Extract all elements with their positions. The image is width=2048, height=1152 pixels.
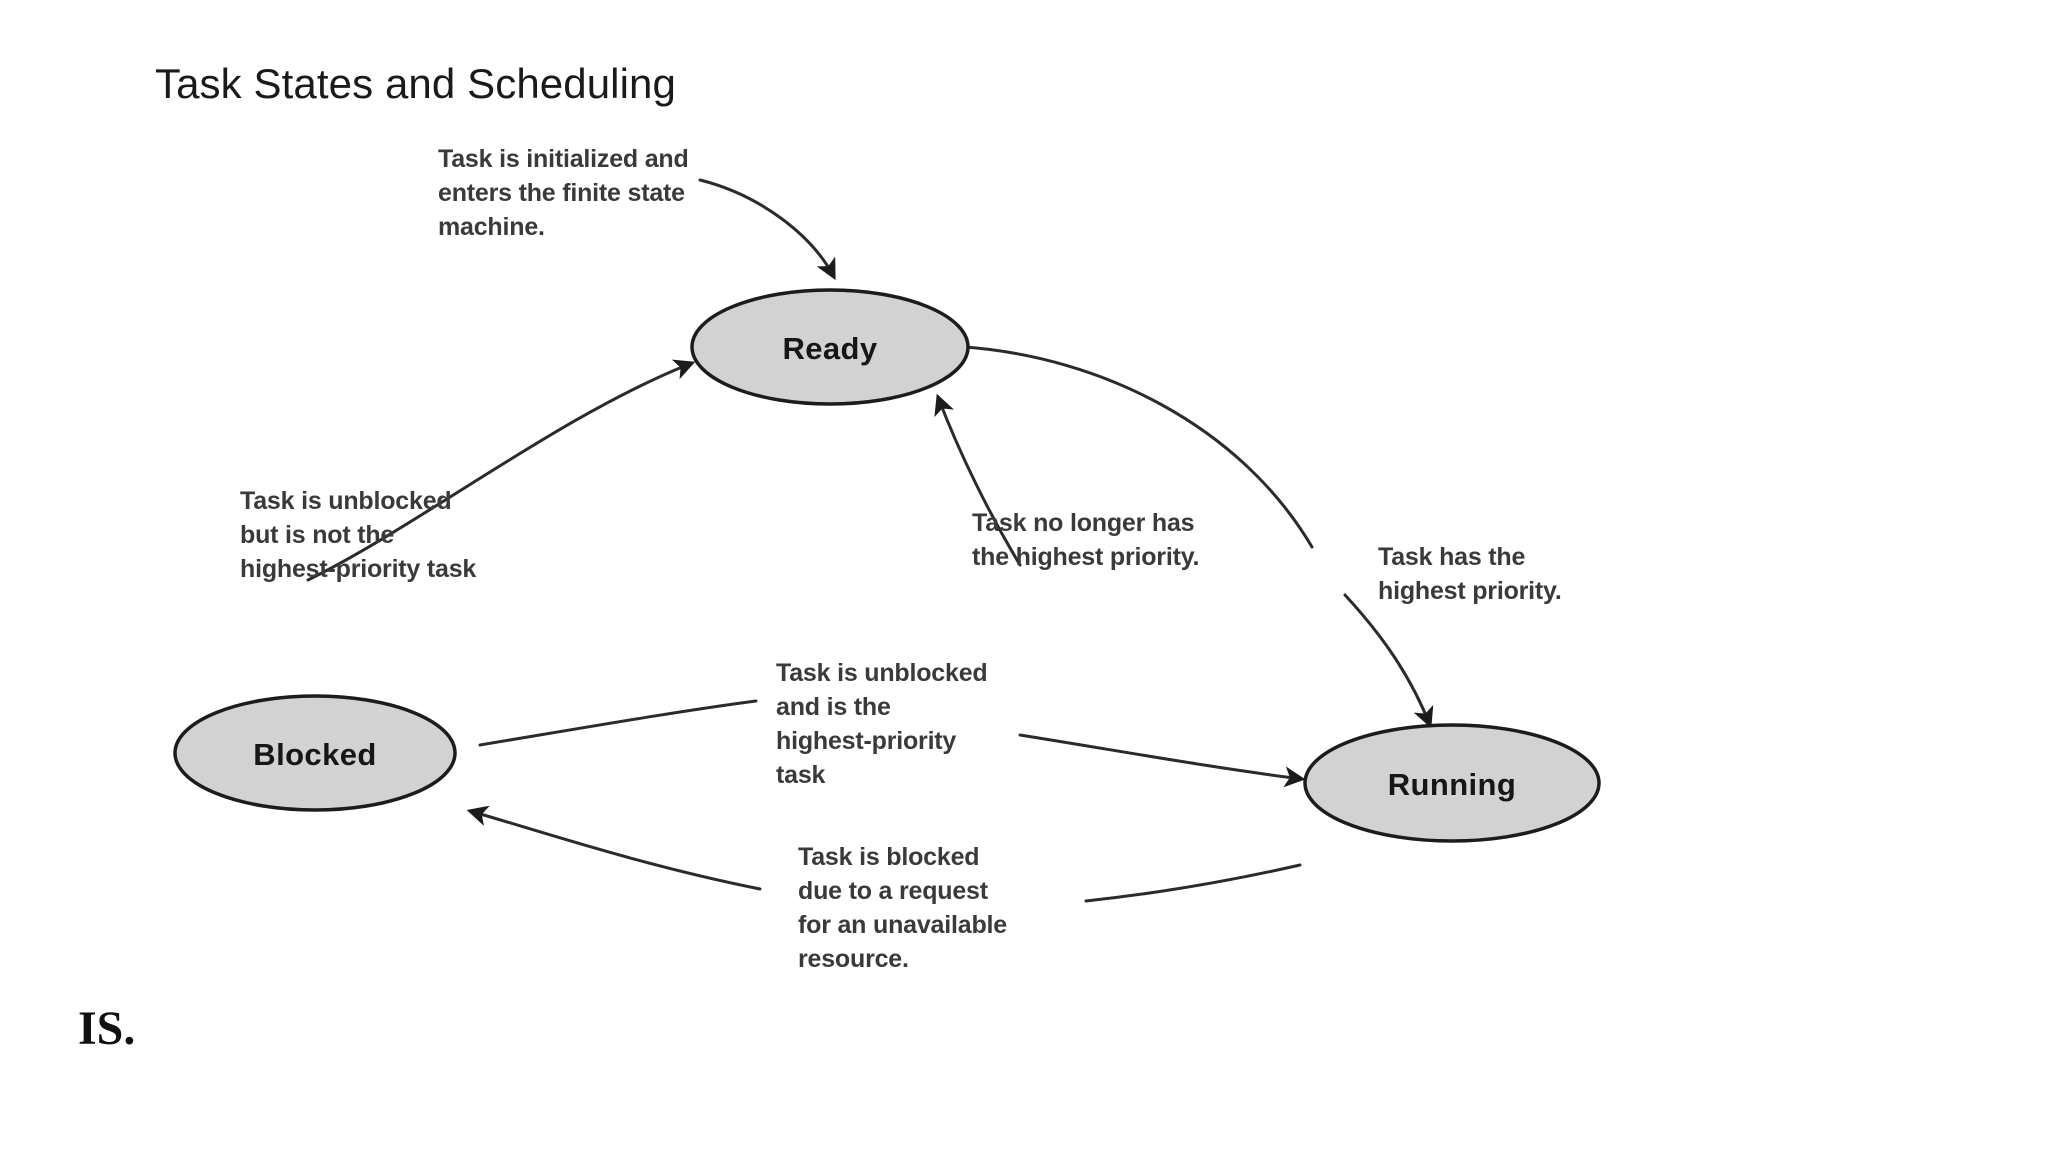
annotation-unblocked-not-highest-line-2: but is not the <box>240 521 394 549</box>
edge-ready-to-running-path <box>963 345 1314 549</box>
page-title: Task States and Scheduling <box>155 60 676 107</box>
blocked-ellipse[interactable] <box>173 694 457 812</box>
edge-blocked-to-running-left <box>478 699 758 747</box>
annotation-blocked-request: Task is blocked due to a request for an … <box>798 843 1007 973</box>
edge-blocked-to-running <box>478 699 1306 788</box>
edge-running-to-ready <box>934 393 1022 567</box>
annotation-no-longer-highest-line-1: Task no longer has <box>972 509 1194 537</box>
annotation-no-longer-highest-line-2: the highest priority. <box>972 543 1199 571</box>
edge-running-to-ready-path <box>934 393 1022 567</box>
annotation-unblocked-not-highest-line-1: Task is unblocked <box>240 487 451 515</box>
state-node-ready[interactable]: Ready <box>690 288 970 406</box>
annotation-blocked-request-line-2: due to a request <box>798 877 989 905</box>
annotation-unblocked-and-highest-line-3: highest-priority <box>776 727 956 755</box>
annotation-unblocked-and-highest-line-2: and is the <box>776 693 891 721</box>
diagram-svg: Ready Blocked Running Task is initialize… <box>173 145 1601 973</box>
annotation-has-highest-line-2: highest priority. <box>1378 577 1562 605</box>
edge-ready-to-running <box>963 345 1434 729</box>
annotation-blocked-request-line-3: for an unavailable <box>798 911 1007 939</box>
annotation-unblocked-and-highest-line-4: task <box>776 761 826 789</box>
annotation-blocked-request-line-4: resource. <box>798 945 909 973</box>
state-node-blocked[interactable]: Blocked <box>173 694 457 812</box>
edge-ready-to-running-arrow <box>1343 593 1434 729</box>
edge-init-to-ready <box>698 178 836 281</box>
annotation-init-line-1: Task is initialized and <box>438 145 689 173</box>
running-ellipse[interactable] <box>1303 723 1601 843</box>
ready-label: Ready <box>782 331 877 366</box>
edge-blocked-to-ready-path <box>306 359 696 582</box>
task-state-diagram: Ready Blocked Running Task is initialize… <box>120 125 1920 1085</box>
edge-running-to-blocked-right <box>1084 863 1302 903</box>
edge-blocked-to-running-right <box>1018 733 1306 788</box>
running-label: Running <box>1388 767 1516 802</box>
annotation-unblocked-and-highest-line-1: Task is unblocked <box>776 659 987 687</box>
annotation-unblocked-and-highest: Task is unblocked and is the highest-pri… <box>776 659 988 789</box>
blocked-label: Blocked <box>253 737 376 772</box>
annotation-has-highest: Task has the highest priority. <box>1378 543 1562 605</box>
ready-ellipse[interactable] <box>690 288 970 406</box>
annotation-init-line-3: machine. <box>438 213 545 241</box>
annotation-no-longer-highest: Task no longer has the highest priority. <box>972 509 1199 571</box>
footer-text-fragment: IS. <box>78 1012 136 1055</box>
annotation-blocked-request-line-1: Task is blocked <box>798 843 979 871</box>
annotation-unblocked-not-highest: Task is unblocked but is not the highest… <box>240 487 477 583</box>
edge-blocked-to-ready <box>306 359 696 582</box>
state-node-running[interactable]: Running <box>1303 723 1601 843</box>
annotation-init-line-2: enters the finite state <box>438 179 685 207</box>
annotation-has-highest-line-1: Task has the <box>1378 543 1525 571</box>
edge-init-to-ready-path <box>698 178 836 281</box>
annotation-unblocked-not-highest-line-3: highest-priority task <box>240 555 476 583</box>
annotation-init: Task is initialized and enters the finit… <box>438 145 689 241</box>
edge-running-to-blocked-left <box>466 805 762 891</box>
edge-running-to-blocked <box>466 805 1302 903</box>
